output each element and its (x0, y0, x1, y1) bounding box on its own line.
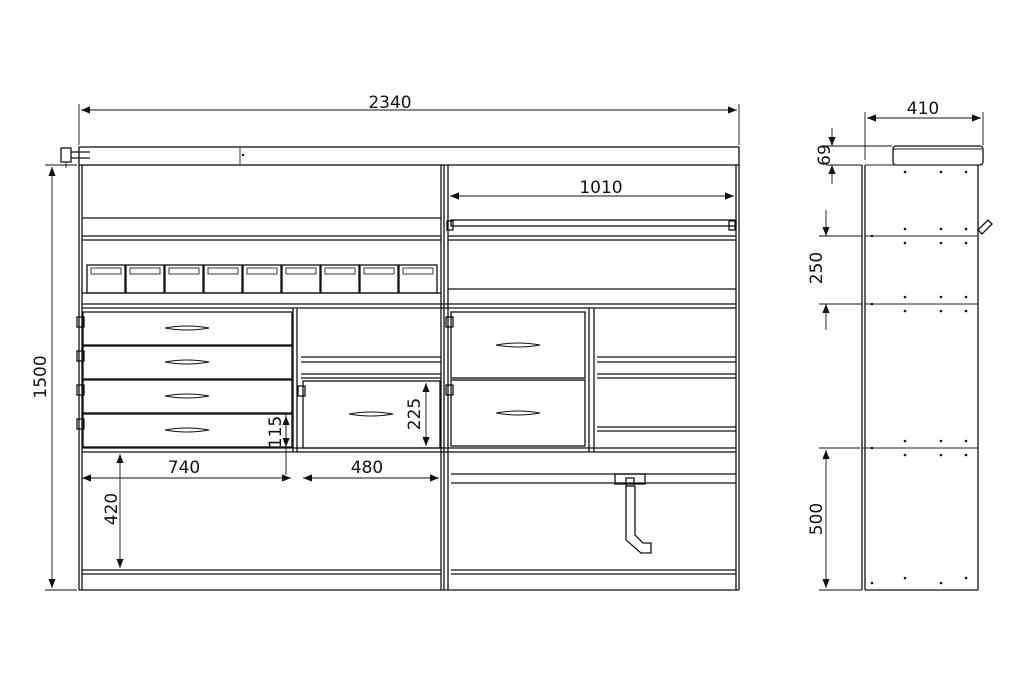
dim-left-bay-width: 740 (168, 458, 200, 478)
dim-small-drawer-height: 115 (266, 416, 286, 448)
lock-icon (76, 418, 85, 430)
hinge-top-left (446, 220, 454, 231)
right-drawer[interactable] (450, 311, 586, 379)
drawer[interactable] (82, 379, 293, 414)
worktop (78, 146, 740, 166)
front-view (60, 146, 740, 591)
lock-icon (76, 384, 85, 396)
drawer-handle-icon (164, 359, 210, 365)
dim-base-clearance: 420 (102, 493, 122, 525)
lock-icon (76, 350, 85, 362)
hinge-top-right (728, 220, 736, 231)
drawer-handle-icon (348, 411, 394, 417)
dim-overall-height: 1500 (31, 355, 51, 398)
dim-mid-bay-width: 480 (351, 458, 383, 478)
dim-side-base-height: 500 (807, 503, 827, 535)
dim-top-thickness: 69 (815, 144, 835, 166)
drawer-handle-icon (164, 427, 210, 433)
drawer[interactable] (82, 413, 293, 448)
side-view (861, 145, 993, 591)
lock-icon (76, 316, 85, 328)
storage-bins (86, 264, 438, 294)
dim-overall-width: 2340 (368, 93, 411, 113)
drawer-handle-icon (164, 325, 210, 331)
lock-icon (297, 385, 306, 397)
drawer-handle-icon (495, 342, 541, 348)
dim-side-depth: 410 (907, 99, 939, 119)
drawer[interactable] (82, 311, 293, 346)
drawer[interactable] (82, 345, 293, 380)
dim-large-drawer-height: 225 (405, 398, 425, 430)
crank-handle-icon (614, 473, 652, 554)
right-drawer[interactable] (450, 379, 586, 447)
dim-shelf-span: 1010 (579, 178, 622, 198)
drawer-handle-icon (164, 393, 210, 399)
lock-icon (445, 316, 454, 328)
drawer-handle-icon (495, 410, 541, 416)
side-lever-icon (977, 219, 993, 235)
fixing-points (870, 170, 968, 585)
left-drawers (76, 311, 293, 448)
lock-icon (445, 384, 454, 396)
dimension-lines: 2340 1010 1500 740 480 420 115 225 410 (31, 93, 984, 591)
worktop-bracket (60, 147, 90, 168)
dim-side-shelf-spacing: 250 (807, 252, 827, 284)
